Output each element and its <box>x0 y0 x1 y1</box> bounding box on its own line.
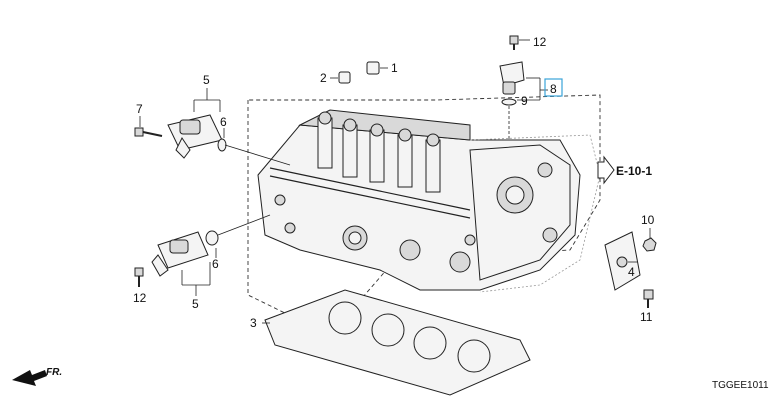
callout-8: 8 <box>550 82 557 96</box>
callout-4: 4 <box>628 265 635 279</box>
callout-5-bottom: 5 <box>192 297 199 311</box>
head-gasket: 3 <box>250 289 531 396</box>
callout-6-top: 6 <box>220 115 227 129</box>
callout-10: 10 <box>641 213 655 227</box>
highlight-box <box>544 78 563 97</box>
callout-5-top: 5 <box>203 73 210 87</box>
solenoid-bottom: 5 6 <box>151 214 271 311</box>
callout-3: 3 <box>250 316 257 330</box>
reference-arrow[interactable]: E-10-1 <box>597 155 652 185</box>
cap-part-1: 1 <box>366 61 398 75</box>
cover-plate-part-4: 4 <box>604 231 641 291</box>
callout-9: 9 <box>521 94 528 108</box>
front-label: FR. <box>46 367 62 378</box>
bolt-part-7: 7 <box>134 102 163 137</box>
callout-11: 11 <box>640 310 653 324</box>
reference-label: E-10-1 <box>616 164 652 178</box>
nut-part-10: 10 <box>641 213 657 252</box>
callout-12-bottom: 12 <box>133 291 147 305</box>
cylinder-head <box>257 109 581 291</box>
callout-7: 7 <box>136 102 143 116</box>
solenoid-top: 5 6 <box>167 73 291 166</box>
bolt-part-12-bottom: 12 <box>133 267 147 305</box>
callout-2: 2 <box>320 71 327 85</box>
callout-6-bottom: 6 <box>212 257 219 271</box>
sensor-assembly: 12 8 9 <box>499 35 563 140</box>
callout-12-top: 12 <box>533 35 547 49</box>
diagram-code: TGGEE1011 <box>712 380 769 391</box>
front-direction-arrow: FR. <box>12 367 62 386</box>
assembly-outline <box>247 94 601 336</box>
bolt-part-11: 11 <box>640 289 654 324</box>
callout-1: 1 <box>391 61 398 75</box>
reference-region <box>469 134 601 293</box>
cap-part-2: 2 <box>320 71 351 85</box>
